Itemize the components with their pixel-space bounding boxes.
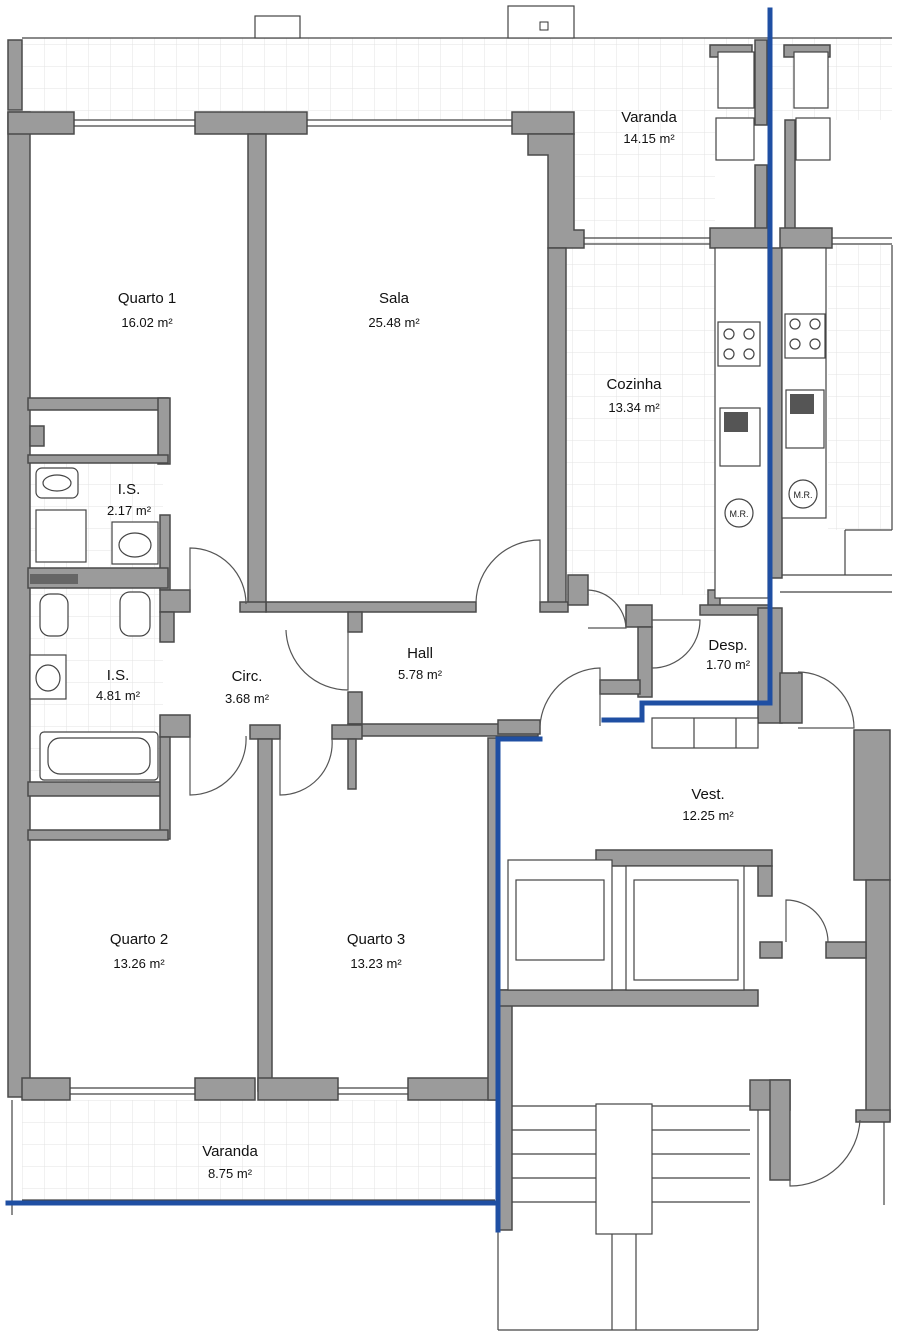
stair-landing bbox=[595, 1103, 653, 1235]
room-name-sala: Sala bbox=[379, 290, 410, 307]
room-name-varanda-bottom: Varanda bbox=[202, 1143, 258, 1160]
room-area-hall: 5.78 m² bbox=[398, 667, 443, 682]
boiler-icon bbox=[795, 117, 831, 161]
room-name-quarto-3: Quarto 3 bbox=[347, 931, 405, 948]
room-name-quarto-1: Quarto 1 bbox=[118, 290, 176, 307]
room-area-varanda-bottom: 8.75 m² bbox=[208, 1166, 253, 1181]
room-name-is-small: I.S. bbox=[118, 481, 141, 498]
bidet-icon bbox=[119, 591, 151, 637]
outline-lines bbox=[11, 5, 893, 1331]
appliance-tag: M.R. bbox=[730, 509, 749, 519]
washer-icon bbox=[724, 498, 754, 528]
washer-icon bbox=[788, 479, 818, 509]
bathroom-fixtures bbox=[29, 467, 159, 781]
room-labels: Varanda 14.15 m² Quarto 1 16.02 m² Sala … bbox=[96, 109, 813, 1181]
room-name-vest: Vest. bbox=[691, 786, 724, 803]
shower-tray-icon bbox=[35, 509, 87, 563]
room-name-is-large: I.S. bbox=[107, 667, 130, 684]
circulation-core bbox=[507, 859, 750, 1330]
vent-grille-icon bbox=[717, 51, 755, 109]
stove-icon bbox=[717, 321, 761, 367]
room-area-is-large: 4.81 m² bbox=[96, 688, 141, 703]
room-area-varanda-top: 14.15 m² bbox=[623, 131, 675, 146]
towel-rail-icon bbox=[30, 574, 78, 584]
room-area-sala: 25.48 m² bbox=[368, 315, 420, 330]
toilet-icon bbox=[39, 593, 69, 637]
boiler-icon bbox=[715, 117, 755, 161]
room-area-quarto-2: 13.26 m² bbox=[113, 956, 165, 971]
room-area-cozinha: 13.34 m² bbox=[608, 400, 660, 415]
appliance-tag: M.R. bbox=[794, 490, 813, 500]
room-area-quarto-1: 16.02 m² bbox=[121, 315, 173, 330]
doors bbox=[189, 539, 861, 1187]
room-name-circ: Circ. bbox=[232, 668, 263, 685]
room-name-desp: Desp. bbox=[708, 637, 747, 654]
window-lines bbox=[70, 119, 892, 1095]
kitchen-fixtures bbox=[651, 51, 831, 749]
blue-pipe-route bbox=[5, 7, 773, 1233]
room-area-vest: 12.25 m² bbox=[682, 808, 734, 823]
top-column bbox=[254, 15, 301, 39]
room-name-hall: Hall bbox=[407, 645, 433, 662]
room-name-quarto-2: Quarto 2 bbox=[110, 931, 168, 948]
room-name-varanda-top: Varanda bbox=[621, 109, 677, 126]
room-area-is-small: 2.17 m² bbox=[107, 503, 152, 518]
room-area-circ: 3.68 m² bbox=[225, 691, 270, 706]
stove-icon bbox=[784, 313, 826, 359]
room-area-quarto-3: 13.23 m² bbox=[350, 956, 402, 971]
room-name-cozinha: Cozinha bbox=[606, 376, 662, 393]
vent-grille-icon bbox=[793, 51, 829, 109]
room-area-desp: 1.70 m² bbox=[706, 657, 751, 672]
